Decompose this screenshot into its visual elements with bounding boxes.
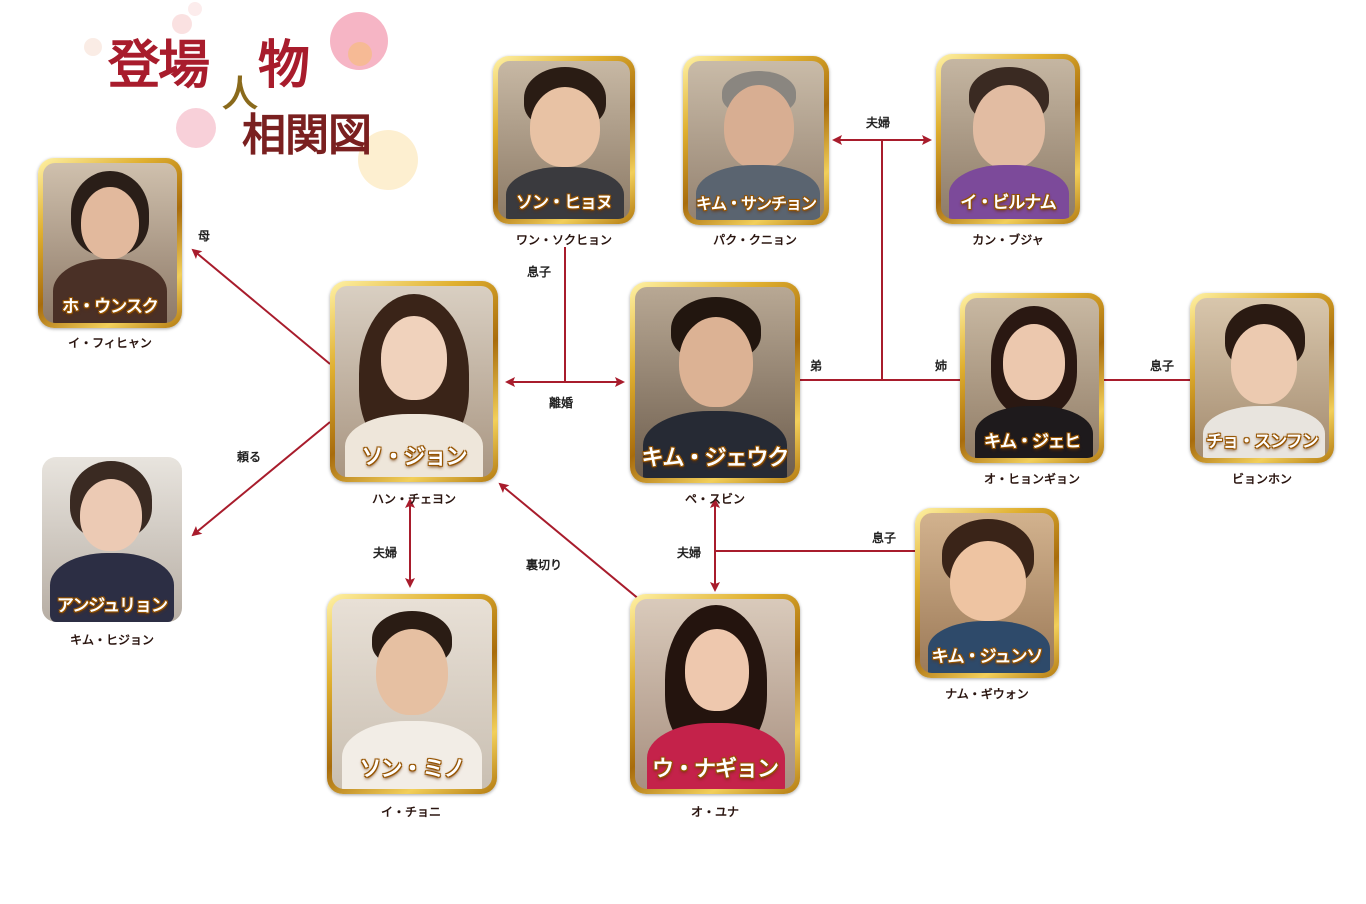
relation-label-couple: 夫婦 bbox=[866, 116, 891, 130]
card-son-hyonu[interactable]: ソン・ヒョヌ bbox=[493, 56, 635, 224]
character-name: キム・サンチョン bbox=[695, 194, 817, 213]
portrait-torso bbox=[50, 553, 174, 622]
bokeh-dot bbox=[176, 108, 216, 148]
character-name: ホ・ウンスク bbox=[62, 297, 159, 317]
line-so-to-anjuryon bbox=[191, 421, 331, 537]
character-name: チョ・スンフン bbox=[1206, 432, 1319, 452]
portrait-photo: キム・ジェヒ bbox=[965, 298, 1099, 458]
card-cho-sunfun[interactable]: チョ・スンフン bbox=[1190, 293, 1334, 463]
card-kim-jehi[interactable]: キム・ジェヒ bbox=[960, 293, 1104, 463]
portrait-torso bbox=[345, 414, 483, 477]
character-name: キム・ジェウク bbox=[641, 446, 789, 471]
character-name: キム・ジェヒ bbox=[984, 432, 1081, 452]
relation-label-divorce: 離婚 bbox=[549, 396, 574, 410]
portrait-face bbox=[1231, 324, 1297, 404]
portrait-face bbox=[950, 541, 1026, 621]
bokeh-dot bbox=[188, 2, 202, 16]
card-ho-unsuku[interactable]: ホ・ウンスク bbox=[38, 158, 182, 328]
portrait-photo: キム・ジェウク bbox=[635, 287, 795, 478]
relation-label-rely: 頼る bbox=[237, 450, 262, 464]
portrait-face bbox=[724, 85, 794, 169]
portrait-photo: ソン・ヒョヌ bbox=[498, 61, 630, 219]
actor-name: ビョンホン bbox=[1231, 472, 1292, 486]
character-name: イ・ビルナム bbox=[960, 193, 1057, 213]
actor-name: ナム・ギウォン bbox=[945, 687, 1029, 701]
line-betrayal bbox=[498, 482, 641, 601]
relation-label-younger-brother: 弟 bbox=[810, 359, 823, 373]
portrait-face bbox=[685, 629, 749, 711]
portrait-torso bbox=[949, 165, 1069, 219]
portrait-torso bbox=[696, 165, 820, 220]
bokeh-dot bbox=[358, 130, 418, 190]
portrait-torso bbox=[506, 167, 624, 219]
portrait-face bbox=[80, 479, 142, 551]
title-sub: 相関図 bbox=[242, 110, 372, 161]
actor-name: ワン・ソクヒョン bbox=[515, 233, 612, 247]
line-so-to-ho bbox=[191, 248, 331, 365]
actor-name: キム・ヒジョン bbox=[69, 633, 154, 647]
portrait-face bbox=[679, 317, 753, 407]
portrait-face bbox=[973, 85, 1045, 169]
character-name: アンジュリョン bbox=[56, 596, 168, 616]
character-name: ウ・ナギョン bbox=[651, 757, 779, 782]
relation-label-son: 息子 bbox=[1150, 359, 1175, 373]
card-i-birunamu[interactable]: イ・ビルナム bbox=[936, 54, 1080, 224]
portrait-torso bbox=[53, 259, 167, 323]
portrait-torso bbox=[928, 621, 1050, 673]
character-name: ソ・ジョン bbox=[361, 445, 467, 470]
card-anjuryon[interactable]: アンジュリョン bbox=[42, 457, 182, 622]
character-name: キム・ジュンソ bbox=[931, 647, 1044, 667]
portrait-photo: ウ・ナギョン bbox=[635, 599, 795, 789]
character-name: ソン・ヒョヌ bbox=[516, 193, 613, 213]
portrait-torso bbox=[647, 723, 785, 789]
card-kim-junso[interactable]: キム・ジュンソ bbox=[915, 508, 1059, 678]
actor-name: パク・クニョン bbox=[713, 233, 797, 247]
portrait-face bbox=[1003, 324, 1065, 400]
character-name: ソン・ミノ bbox=[359, 757, 465, 782]
portrait-photo: キム・サンチョン bbox=[688, 61, 824, 220]
portrait-photo: ホ・ウンスク bbox=[43, 163, 177, 323]
portrait-photo: キム・ジュンソ bbox=[920, 513, 1054, 673]
bokeh-dot bbox=[348, 42, 372, 66]
portrait-torso bbox=[1203, 406, 1325, 458]
actor-name: ハン・チェヨン bbox=[371, 492, 456, 506]
portrait-face bbox=[381, 316, 447, 400]
actor-name: カン・ブジャ bbox=[972, 233, 1044, 247]
card-u-nagyon[interactable]: ウ・ナギョン bbox=[630, 594, 800, 794]
actor-name: ペ・スビン bbox=[684, 492, 745, 506]
portrait-face bbox=[530, 87, 600, 167]
relation-label-couple: 夫婦 bbox=[677, 546, 702, 560]
relation-label-betrayal: 裏切り bbox=[526, 558, 563, 572]
relation-label-older-sister: 姉 bbox=[935, 359, 948, 373]
portrait-face bbox=[81, 187, 139, 259]
title-main: 登場 bbox=[108, 35, 210, 96]
actor-name: オ・ヒョンギョン bbox=[983, 472, 1080, 486]
portrait-photo: ソン・ミノ bbox=[332, 599, 492, 789]
actor-name: イ・チョニ bbox=[380, 805, 441, 819]
portrait-torso bbox=[342, 721, 482, 789]
relation-label-son: 息子 bbox=[527, 265, 552, 279]
portrait-photo: ソ・ジョン bbox=[335, 286, 493, 477]
portrait-torso bbox=[975, 406, 1093, 458]
title-ren: 人 bbox=[222, 73, 259, 115]
portrait-face bbox=[376, 629, 448, 715]
relation-label-son: 息子 bbox=[872, 531, 897, 545]
actor-name: オ・ユナ bbox=[690, 805, 739, 819]
actor-name: イ・フィヒャン bbox=[68, 336, 152, 350]
card-kim-sanchon[interactable]: キム・サンチョン bbox=[683, 56, 829, 225]
card-kim-jeuku[interactable]: キム・ジェウク bbox=[630, 282, 800, 483]
portrait-torso bbox=[643, 411, 787, 478]
relation-label-couple: 夫婦 bbox=[373, 546, 398, 560]
title-wu: 物 bbox=[258, 35, 310, 96]
bokeh-dot bbox=[172, 14, 192, 34]
portrait-photo: チョ・スンフン bbox=[1195, 298, 1329, 458]
card-so-jon[interactable]: ソ・ジョン bbox=[330, 281, 498, 482]
relation-label-mother: 母 bbox=[198, 229, 211, 243]
bokeh-dot bbox=[84, 38, 102, 56]
portrait-photo: イ・ビルナム bbox=[941, 59, 1075, 219]
portrait-photo: アンジュリョン bbox=[42, 457, 182, 622]
card-son-mino[interactable]: ソン・ミノ bbox=[327, 594, 497, 794]
